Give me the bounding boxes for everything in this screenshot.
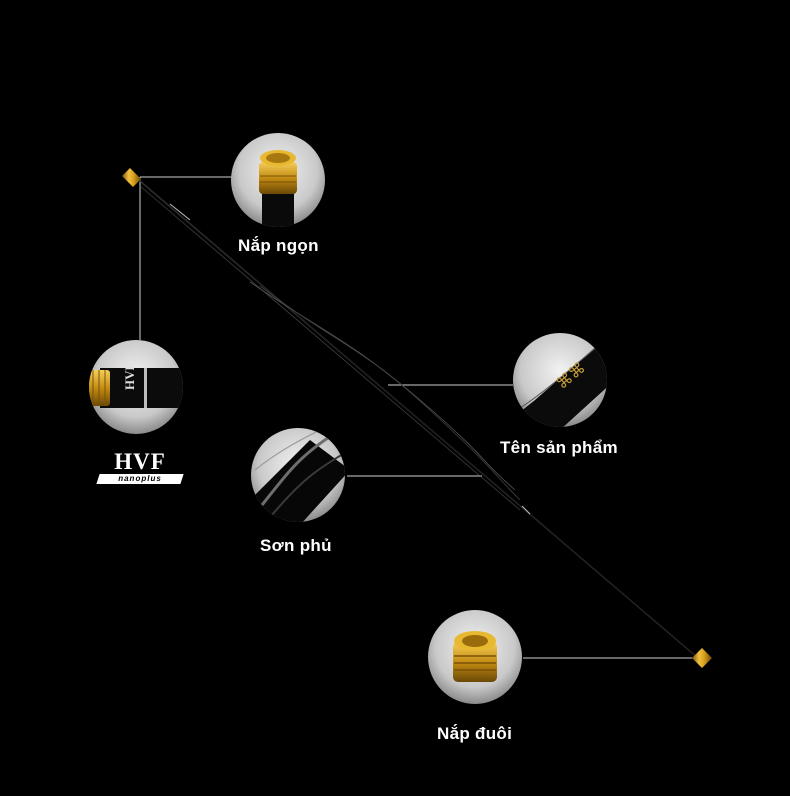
product-name-bubble: ⌘⌘ xyxy=(513,333,607,427)
fishing-rod xyxy=(122,168,712,668)
butt-cap-label: Nắp đuôi xyxy=(437,724,513,743)
leader-lines xyxy=(139,176,700,659)
grip-bubble: HVF xyxy=(89,340,183,434)
butt-cap-icon xyxy=(692,648,712,668)
hvf-logo-text: HVF xyxy=(114,449,166,474)
hvf-logo-subtext: nanoplus xyxy=(118,474,162,483)
rod-print-mark xyxy=(169,203,191,221)
grip-print-hvf: HVF xyxy=(122,363,137,391)
butt-cap-bubble xyxy=(428,610,522,704)
product-name-label: Tên sản phẩm xyxy=(500,438,618,457)
coating-bubble xyxy=(251,428,345,522)
hvf-nanoplus-logo: HVF nanoplus xyxy=(96,450,184,486)
tip-cap-icon xyxy=(122,168,141,187)
tip-cap-bubble xyxy=(231,133,325,227)
tip-cap-label: Nắp ngọn xyxy=(238,236,319,255)
coating-label: Sơn phủ xyxy=(260,536,332,555)
